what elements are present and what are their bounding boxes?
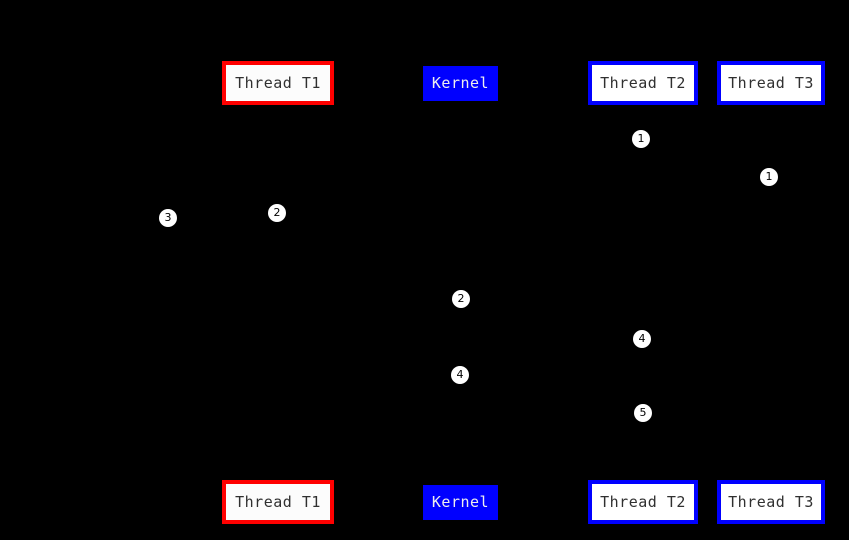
- step-badge: 5: [634, 404, 652, 422]
- participant-thread-t3-bottom[interactable]: Thread T3: [717, 480, 825, 524]
- message-arrow-5: [460, 350, 642, 351]
- message-arrow-7: [460, 424, 643, 425]
- lifeline-thread-t1: [277, 105, 278, 479]
- participant-thread-t1-top[interactable]: Thread T1: [222, 61, 334, 105]
- participant-label: Thread T2: [600, 492, 686, 511]
- message-arrow-6: [460, 386, 642, 387]
- participant-label: Thread T3: [728, 492, 814, 511]
- participant-label: Thread T1: [235, 73, 321, 92]
- step-badge: 2: [452, 290, 470, 308]
- participant-thread-t2-top[interactable]: Thread T2: [588, 61, 698, 105]
- participant-label: Thread T1: [235, 492, 321, 511]
- participant-label: Thread T2: [600, 73, 686, 92]
- message-arrow-3: [168, 229, 277, 230]
- participant-label: Kernel: [431, 493, 490, 511]
- participant-kernel-top[interactable]: Kernel: [423, 66, 498, 101]
- message-arrow-2: [277, 224, 642, 225]
- participant-label: Thread T3: [728, 73, 814, 92]
- lifeline-thread-t3: [770, 105, 771, 479]
- participant-thread-t2-bottom[interactable]: Thread T2: [588, 480, 698, 524]
- step-badge: 2: [268, 204, 286, 222]
- participant-thread-t3-top[interactable]: Thread T3: [717, 61, 825, 105]
- step-badge: 1: [632, 130, 650, 148]
- participant-label: Kernel: [431, 74, 490, 92]
- participant-thread-t1-bottom[interactable]: Thread T1: [222, 480, 334, 524]
- step-badge: 3: [159, 209, 177, 227]
- participant-kernel-bottom[interactable]: Kernel: [423, 485, 498, 520]
- message-arrow-4: [277, 310, 460, 311]
- step-badge: 1: [760, 168, 778, 186]
- step-badge: 4: [633, 330, 651, 348]
- lifeline-thread-t2: [642, 105, 643, 479]
- message-arrow-1: [642, 150, 770, 151]
- step-badge: 4: [451, 366, 469, 384]
